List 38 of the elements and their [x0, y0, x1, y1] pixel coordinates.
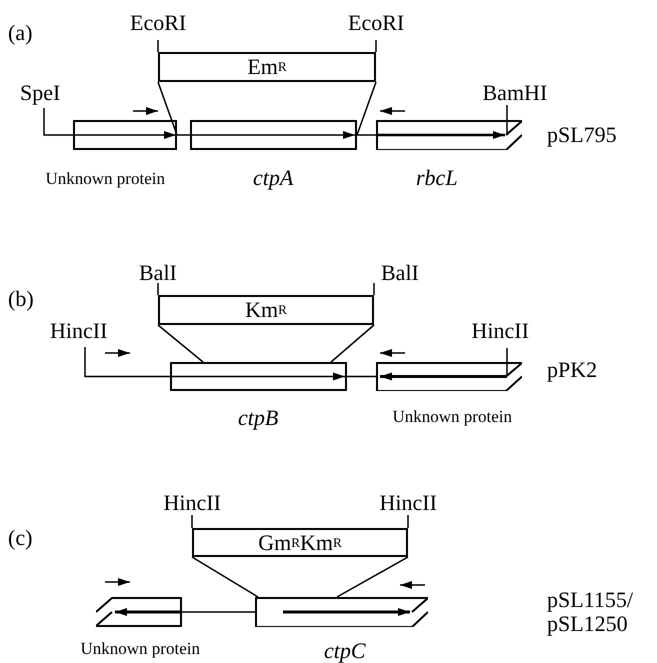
- gene-box: ctpA: [190, 120, 357, 189]
- dna-line: [357, 134, 376, 136]
- restriction-site-label: SpeI: [20, 82, 60, 104]
- restriction-site-label: HincII: [472, 320, 529, 342]
- plasmid-label: pSL1155/ pSL1250: [547, 588, 634, 636]
- panel-label: (c): [8, 527, 32, 549]
- insertion-line: [336, 556, 408, 598]
- panel-label: (b): [8, 288, 34, 310]
- gene-box: Unknown protein: [80, 597, 200, 657]
- dna-line: [43, 108, 73, 136]
- restriction-site-label: BalI: [139, 262, 177, 284]
- insertion-line: [192, 556, 258, 598]
- cassette-box: Em$^{R}$: [158, 52, 376, 82]
- insertion-line: [356, 82, 377, 136]
- gene-box: ctpC: [255, 597, 428, 662]
- restriction-site-label: HincII: [50, 320, 108, 342]
- panel-label: (a): [8, 22, 32, 44]
- restriction-site-label: EcoRI: [130, 12, 186, 34]
- gene-box: rbcL: [376, 120, 522, 189]
- dna-line: [347, 376, 376, 378]
- dna-line: [84, 347, 170, 378]
- plasmid-label: pPK2: [547, 359, 598, 381]
- insertion-line: [157, 82, 178, 136]
- cassette-box: Km$^{R}$: [158, 295, 374, 325]
- gene-box: Unknown protein: [376, 362, 522, 425]
- gene-box: ctpB: [170, 362, 347, 429]
- restriction-site-label: BamHI: [482, 82, 548, 104]
- restriction-site-label: HincII: [164, 492, 221, 514]
- plasmid-label: pSL795: [547, 124, 617, 146]
- gene-box: Unknown protein: [46, 120, 177, 187]
- restriction-site-label: BalI: [381, 262, 419, 284]
- insertion-line: [158, 324, 204, 363]
- restriction-site-label: HincII: [380, 492, 437, 514]
- dna-line: [177, 134, 190, 136]
- insertion-line: [330, 324, 374, 363]
- dna-line: [182, 611, 255, 613]
- restriction-site-label: EcoRI: [348, 12, 404, 34]
- cassette-box: Gm$^{R}$Km$^{R}$: [192, 528, 408, 557]
